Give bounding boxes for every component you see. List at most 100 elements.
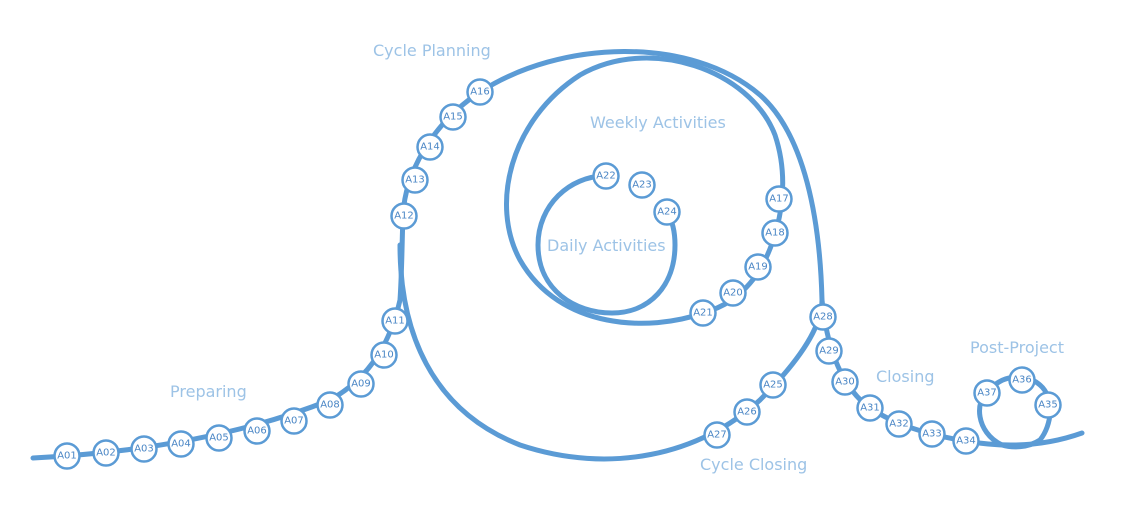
activity-node: A05 bbox=[205, 424, 233, 452]
activity-node-circle bbox=[703, 421, 731, 449]
phase-labels: Preparing Cycle Planning Weekly Activiti… bbox=[170, 41, 1064, 474]
activity-node-circle bbox=[53, 442, 81, 470]
activity-node: A33 bbox=[918, 420, 946, 448]
activity-node-label: A05 bbox=[209, 433, 229, 444]
activity-node: A25 bbox=[759, 371, 787, 399]
activity-node-label: A28 bbox=[813, 312, 833, 323]
phase-label-preparing: Preparing bbox=[170, 382, 247, 401]
activity-node-label: A10 bbox=[374, 350, 394, 361]
activity-node-circle bbox=[653, 198, 681, 226]
activity-node-circle bbox=[973, 379, 1001, 407]
activity-node-label: A26 bbox=[737, 407, 757, 418]
activity-node: A06 bbox=[243, 417, 271, 445]
activity-node-circle bbox=[815, 337, 843, 365]
activity-node-label: A20 bbox=[723, 288, 743, 299]
activity-node: A04 bbox=[167, 430, 195, 458]
activity-node-circle bbox=[885, 410, 913, 438]
phase-label-daily-activities: Daily Activities bbox=[547, 236, 666, 255]
activity-node-circle bbox=[689, 299, 717, 327]
activity-node-label: A21 bbox=[693, 308, 713, 319]
activity-node-circle bbox=[130, 435, 158, 463]
activity-node: A11 bbox=[381, 307, 409, 335]
phase-label-cycle-closing: Cycle Closing bbox=[700, 455, 807, 474]
activity-node-circle bbox=[856, 394, 884, 422]
activity-node: A28 bbox=[809, 303, 837, 331]
activity-node: A36 bbox=[1008, 366, 1036, 394]
activity-node-label: A14 bbox=[420, 142, 440, 153]
activity-node: A02 bbox=[92, 439, 120, 467]
activity-node-label: A18 bbox=[765, 228, 785, 239]
phase-label-cycle-planning: Cycle Planning bbox=[373, 41, 491, 60]
activity-node-label: A15 bbox=[443, 112, 463, 123]
activity-node-circle bbox=[809, 303, 837, 331]
activity-node-circle bbox=[401, 166, 429, 194]
activity-node: A37 bbox=[973, 379, 1001, 407]
activity-node: A15 bbox=[439, 103, 467, 131]
activity-node-circle bbox=[167, 430, 195, 458]
activity-node-circle bbox=[243, 417, 271, 445]
activity-node: A07 bbox=[280, 407, 308, 435]
activity-node-label: A01 bbox=[57, 451, 77, 462]
activity-node: A17 bbox=[765, 185, 793, 213]
activity-node: A03 bbox=[130, 435, 158, 463]
activity-node: A26 bbox=[733, 398, 761, 426]
activity-node-label: A30 bbox=[835, 377, 855, 388]
activity-node: A01 bbox=[53, 442, 81, 470]
activity-node-circle bbox=[765, 185, 793, 213]
activity-node-circle bbox=[390, 202, 418, 230]
track-lower-loop bbox=[397, 242, 825, 462]
activity-node-circle bbox=[592, 162, 620, 190]
activity-node: A34 bbox=[952, 427, 980, 455]
activity-node-label: A11 bbox=[385, 316, 405, 327]
activity-node: A31 bbox=[856, 394, 884, 422]
phase-label-post-project: Post-Project bbox=[970, 338, 1064, 357]
track-entry bbox=[30, 212, 406, 461]
activity-node-label: A29 bbox=[819, 346, 839, 357]
activity-node: A10 bbox=[370, 341, 398, 369]
activity-node-circle bbox=[466, 78, 494, 106]
activity-node-label: A19 bbox=[748, 262, 768, 273]
activity-node-circle bbox=[370, 341, 398, 369]
activity-node-label: A32 bbox=[889, 419, 909, 430]
activity-node: A18 bbox=[761, 219, 789, 247]
activity-node: A32 bbox=[885, 410, 913, 438]
activity-node-circle bbox=[831, 368, 859, 396]
activity-node-circle bbox=[733, 398, 761, 426]
activity-node-label: A07 bbox=[284, 416, 304, 427]
activity-node-circle bbox=[744, 253, 772, 281]
activity-node-label: A12 bbox=[394, 211, 414, 222]
activity-node-circle bbox=[347, 370, 375, 398]
activity-node-label: A33 bbox=[922, 429, 942, 440]
activity-node-label: A06 bbox=[247, 426, 267, 437]
activity-node-label: A34 bbox=[956, 436, 976, 447]
activity-node: A24 bbox=[653, 198, 681, 226]
activity-node-label: A02 bbox=[96, 448, 116, 459]
activity-node-circle bbox=[280, 407, 308, 435]
track-daily-loop bbox=[535, 173, 678, 316]
activity-node: A09 bbox=[347, 370, 375, 398]
activity-node-circle bbox=[416, 133, 444, 161]
activity-node-label: A37 bbox=[977, 388, 997, 399]
activity-node: A30 bbox=[831, 368, 859, 396]
activity-node: A29 bbox=[815, 337, 843, 365]
activity-node: A08 bbox=[316, 391, 344, 419]
activity-node-circle bbox=[918, 420, 946, 448]
activity-node-circle bbox=[1008, 366, 1036, 394]
activity-node: A20 bbox=[719, 279, 747, 307]
phase-label-weekly-activities: Weekly Activities bbox=[590, 113, 726, 132]
activity-node-label: A16 bbox=[470, 87, 490, 98]
track-exit bbox=[819, 297, 1085, 448]
activity-node: A23 bbox=[628, 171, 656, 199]
activity-node-label: A09 bbox=[351, 379, 371, 390]
activity-node-circle bbox=[1034, 391, 1062, 419]
activity-node-label: A27 bbox=[707, 430, 727, 441]
activity-node-circle bbox=[316, 391, 344, 419]
activity-node: A16 bbox=[466, 78, 494, 106]
activity-node-circle bbox=[628, 171, 656, 199]
activity-node-label: A24 bbox=[657, 207, 677, 218]
activity-node-label: A03 bbox=[134, 444, 154, 455]
activity-node-label: A17 bbox=[769, 194, 789, 205]
activity-node-label: A22 bbox=[596, 171, 616, 182]
